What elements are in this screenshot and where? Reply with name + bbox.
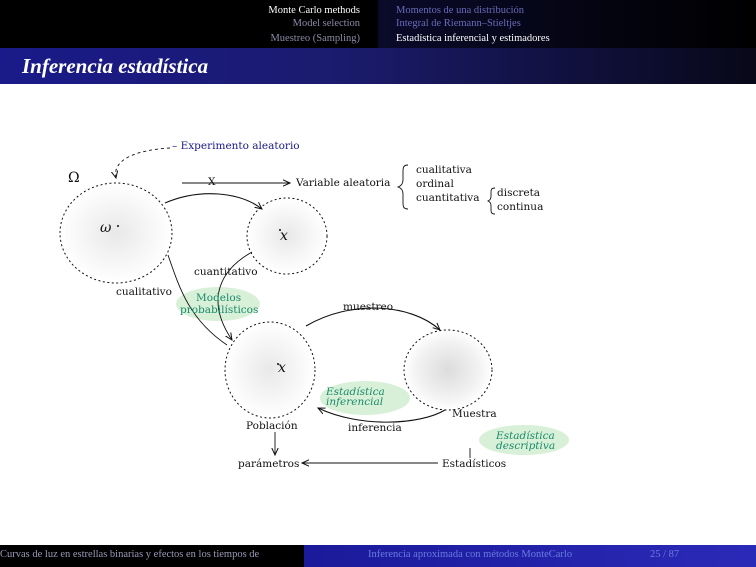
discreta-label: discreta <box>497 187 541 199</box>
experimento-label: – Experimento aleatorio <box>172 140 300 152</box>
cualitativo-label: cualitativo <box>116 286 172 298</box>
cuantitativa-label: cuantitativa <box>416 192 480 204</box>
estadistica-inferencial-line2: inferencial <box>326 396 384 408</box>
footer-page-number: 25 / 87 <box>650 549 680 560</box>
x-pop-dot <box>277 363 279 365</box>
omega-dot <box>117 225 119 227</box>
experimento-arrow <box>116 147 171 178</box>
header-navigation: Monte Carlo methods Model selection Mues… <box>0 0 756 48</box>
cuantitativo-line <box>217 251 253 340</box>
inferencia-arrow <box>318 408 446 423</box>
diagram-shapes <box>59 147 569 544</box>
nav-subsection-estadistica[interactable]: Estadística inferencial y estimadores <box>396 33 550 44</box>
section-nav: Monte Carlo methods Model selection Mues… <box>0 0 378 48</box>
nav-section-monte-carlo[interactable]: Monte Carlo methods <box>268 5 360 16</box>
inferencial-bubble <box>320 381 410 415</box>
brace-cuantitativa <box>486 187 496 215</box>
descriptiva-bubble <box>479 425 569 455</box>
footer-title-box: Inferencia aproximada con métodos MonteC… <box>304 545 756 567</box>
estadistica-descriptiva-line2: descriptiva <box>496 440 556 452</box>
nav-section-model-selection[interactable]: Model selection <box>292 18 360 29</box>
muestra-label: Muestra <box>452 408 497 420</box>
muestra-ellipse <box>403 329 493 411</box>
footer-subtitle: Inferencia aproximada con métodos MonteC… <box>368 549 573 560</box>
frame-title-bar: Inferencia estadística <box>0 48 756 84</box>
x-top-dot <box>279 229 281 231</box>
nav-subsection-riemann[interactable]: Integral de Riemann–Stieltjes <box>396 18 521 29</box>
muestreo-label: muestreo <box>343 301 394 313</box>
x-top-label: x <box>280 228 288 244</box>
omega-point-label: ω <box>100 220 112 236</box>
poblacion-label: Población <box>246 420 298 432</box>
estadisticos-label: Estadísticos <box>442 458 507 470</box>
estadistica-descriptiva-line1: Estadística <box>496 430 555 442</box>
x-arrow-label: X <box>208 176 216 188</box>
frame-title: Inferencia estadística <box>22 54 209 78</box>
continua-label: continua <box>497 201 544 213</box>
subsection-nav: Momentos de una distribución Integral de… <box>378 0 756 48</box>
modelos-label-line1: Modelos <box>196 292 242 304</box>
muestreo-arrow <box>305 307 440 330</box>
inferencia-label: inferencia <box>348 422 402 434</box>
variable-space-ellipse <box>246 197 328 275</box>
x-pop-label: x <box>278 360 286 376</box>
brace-variable <box>396 164 409 210</box>
parametros-label: parámetros <box>238 458 300 470</box>
nav-section-muestreo[interactable]: Muestreo (Sampling) <box>270 33 360 44</box>
ordinal-label: ordinal <box>416 178 454 190</box>
footer: Curvas de luz en estrellas binarias y ef… <box>0 545 756 567</box>
modelos-label-line2: probabilísticos <box>180 304 259 316</box>
mapping-arrow <box>164 193 262 209</box>
cualitativo-line <box>167 254 228 346</box>
variable-aleatoria-label: Variable aleatoria <box>296 177 391 189</box>
inference-diagram: – Experimento aleatorio Ω ω x X Variable… <box>0 84 756 544</box>
footer-author-box: Curvas de luz en estrellas binarias y ef… <box>0 545 304 567</box>
estadistica-inferencial-line1: Estadística <box>326 386 385 398</box>
omega-ellipse <box>59 182 173 284</box>
nav-subsection-momentos[interactable]: Momentos de una distribución <box>396 5 525 16</box>
cuantitativo-label: cuantitativo <box>194 266 258 278</box>
cualitativa-label: cualitativa <box>416 164 472 176</box>
footer-title: Curvas de luz en estrellas binarias y ef… <box>0 549 260 560</box>
omega-label: Ω <box>68 170 80 186</box>
poblacion-ellipse <box>224 321 316 419</box>
